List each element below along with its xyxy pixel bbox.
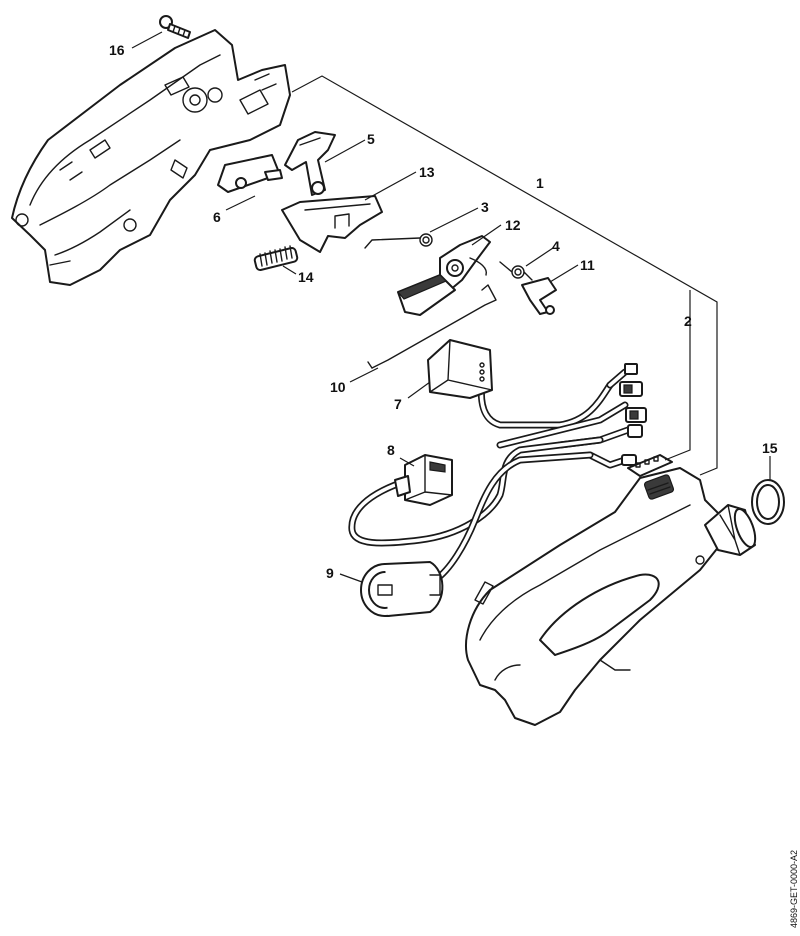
part-5-trigger-lock — [284, 131, 336, 196]
part-4-torsion-spring — [499, 261, 533, 281]
reference-code: 4869-GET-0000-A2 — [789, 850, 799, 928]
part-15-o-ring — [751, 479, 785, 525]
part-8-switch — [394, 454, 453, 506]
part-14-coil-spring — [253, 245, 299, 272]
part-3-spring — [364, 233, 433, 249]
part-12-switch-lever — [397, 235, 491, 316]
housing-half-left — [11, 29, 291, 286]
cable-harness — [348, 368, 632, 584]
callout-5: 5 — [367, 131, 375, 147]
callout-14: 14 — [298, 269, 314, 285]
callout-leaders — [131, 31, 771, 583]
part-13-trigger — [281, 195, 383, 253]
assembly-bracket-2 — [664, 290, 691, 461]
callout-9: 9 — [326, 565, 334, 581]
callout-3: 3 — [481, 199, 489, 215]
callout-11: 11 — [580, 257, 595, 273]
housing-half-right — [465, 467, 757, 726]
callout-6: 6 — [213, 209, 221, 225]
callout-16: 16 — [109, 42, 125, 58]
callout-13: 13 — [419, 164, 435, 180]
part-6-lever — [217, 154, 283, 193]
cable-connectors — [619, 363, 647, 466]
callout-7: 7 — [394, 396, 402, 412]
callout-2: 2 — [684, 313, 692, 329]
callout-10: 10 — [330, 379, 346, 395]
callout-12: 12 — [505, 217, 521, 233]
part-16-screw — [159, 15, 191, 39]
callout-4: 4 — [552, 238, 560, 254]
assembly-bracket-1 — [291, 75, 718, 476]
part-9-socket — [360, 561, 444, 617]
callout-1: 1 — [536, 175, 544, 191]
part-10-wire-link — [367, 284, 497, 369]
callout-labels: 16 5 13 1 6 3 12 4 11 14 2 10 7 8 15 9 — [109, 42, 778, 581]
part-11-pin — [521, 277, 557, 315]
part-7-electronics-module — [427, 339, 493, 399]
callout-8: 8 — [387, 442, 395, 458]
callout-15: 15 — [762, 440, 778, 456]
part-2-indicator-plate — [627, 454, 673, 477]
